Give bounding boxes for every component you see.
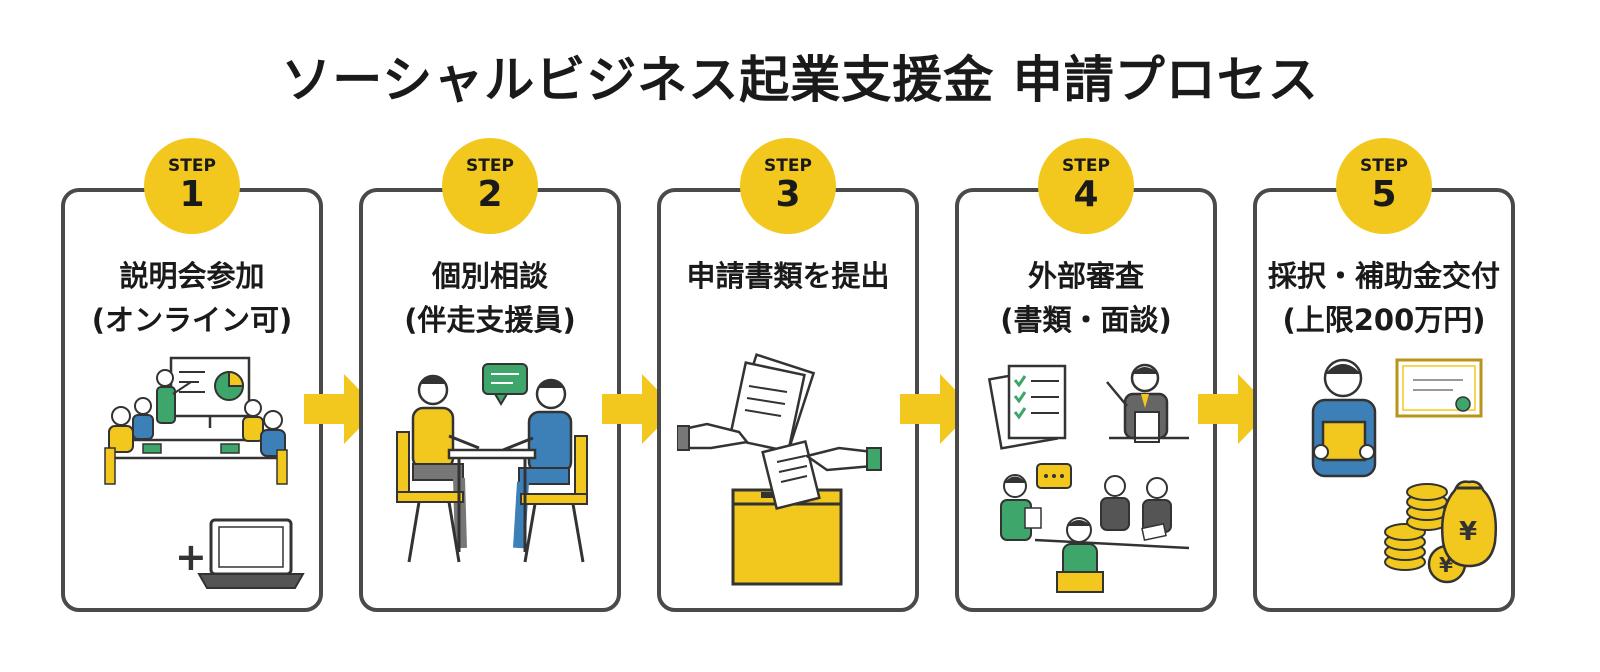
checklist-icon — [987, 364, 1067, 450]
interview-panel-icon — [1000, 463, 1190, 593]
step-badge-4: STEP 4 — [1038, 138, 1134, 234]
document-handover-icon — [677, 353, 816, 453]
yen-symbol: ¥ — [1459, 517, 1477, 547]
page-title: ソーシャルビジネス起業支援金 申請プロセス — [281, 51, 1319, 109]
step-title: 説明会参加 — [119, 259, 265, 293]
step-illustration-2 — [396, 363, 588, 563]
grant-recipient-icon — [1311, 358, 1377, 478]
step-illustration-1: + — [104, 356, 305, 589]
plus-sign: + — [175, 535, 207, 579]
seminar-presentation-icon — [104, 356, 288, 485]
step-title: 採択・補助金交付 — [1267, 259, 1500, 293]
step-card-5: STEP 5 採択・補助金交付 (上限200万円) — [1253, 138, 1515, 612]
reviewer-icon — [1106, 363, 1189, 443]
certificate-icon — [1395, 358, 1483, 418]
step-number: 1 — [179, 174, 205, 215]
step-number: 5 — [1371, 174, 1397, 215]
laptop-icon — [197, 518, 305, 589]
step-badge-label: STEP — [1062, 156, 1110, 176]
step-number: 3 — [775, 174, 801, 215]
money-bag-icon: ¥ — [1441, 480, 1497, 568]
step-subtitle: (上限200万円) — [1282, 303, 1486, 337]
step-card-1: STEP 1 説明会参加 (オンライン可) — [61, 138, 323, 612]
step-illustration-4 — [987, 363, 1190, 593]
chat-bubble-icon — [482, 363, 528, 406]
step-number: 2 — [477, 174, 503, 215]
step-subtitle: (オンライン可) — [91, 303, 293, 337]
step-illustration-3 — [677, 353, 882, 586]
step-subtitle: (伴走支援員) — [404, 303, 576, 337]
step-card-3: STEP 3 申請書類を提出 — [657, 138, 919, 612]
step-badge-5: STEP 5 — [1336, 138, 1432, 234]
step-title: 外部審査 — [1027, 259, 1144, 293]
step-badge-1: STEP 1 — [144, 138, 240, 234]
step-badge-label: STEP — [1360, 156, 1408, 176]
step-badge-label: STEP — [764, 156, 812, 176]
step-title: 申請書類を提出 — [686, 259, 890, 293]
step-title: 個別相談 — [431, 259, 548, 293]
consultation-meeting-icon — [396, 374, 588, 563]
step-badge-label: STEP — [168, 156, 216, 176]
step-subtitle: (書類・面談) — [1000, 303, 1172, 337]
step-card-2: STEP 2 個別相談 (伴走支援員) — [359, 138, 621, 612]
step-illustration-5: ¥ ¥ — [1311, 358, 1497, 584]
step-badge-2: STEP 2 — [442, 138, 538, 234]
step-card-4: STEP 4 外部審査 (書類・面談) — [955, 138, 1217, 612]
step-badge-label: STEP — [466, 156, 514, 176]
step-number: 4 — [1073, 174, 1099, 215]
submission-box-icon — [731, 440, 882, 586]
step-badge-3: STEP 3 — [740, 138, 836, 234]
